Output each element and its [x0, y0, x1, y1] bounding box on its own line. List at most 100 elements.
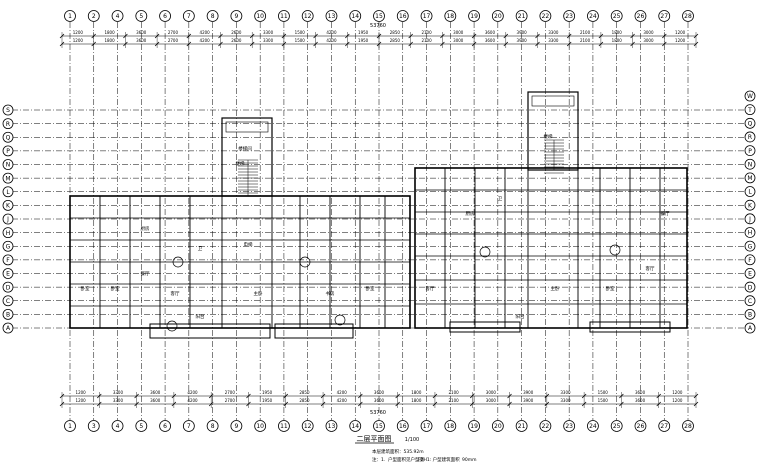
room-label: 餐厅 [661, 210, 670, 217]
svg-text:G: G [6, 243, 11, 250]
axis-bubble-bottom: 4 [111, 420, 124, 432]
axis-bubble-top: 27 [658, 10, 671, 22]
area-note: 本层建筑面积：535.92m [372, 448, 424, 455]
dimension-label-top: 2700 [168, 38, 179, 43]
axis-bubble-right: B [744, 308, 756, 320]
dimension-label-bottom: 3900 [523, 398, 534, 403]
svg-text:R: R [748, 134, 752, 141]
dimension-label-bottom: 3600 [150, 390, 161, 395]
axis-bubble-bottom: 14 [349, 420, 362, 432]
axis-bubble-bottom: 28 [682, 420, 694, 432]
svg-text:13: 13 [328, 423, 336, 430]
axis-bubble-left: K [2, 199, 14, 211]
axis-bubble-bottom: 3 [87, 420, 100, 432]
axis-bubble-bottom: 15 [373, 420, 385, 432]
svg-text:C: C [6, 298, 10, 305]
svg-text:21: 21 [518, 423, 526, 430]
svg-text:12: 12 [304, 423, 312, 430]
dimension-label-top: 2100 [421, 30, 432, 35]
dimension-label-top: 3900 [517, 38, 528, 43]
axis-bubble-left: Q [2, 131, 14, 143]
dimension-label-bottom: 3600 [635, 390, 646, 395]
svg-text:A: A [6, 325, 11, 332]
axis-bubble-right: Q [744, 117, 756, 129]
dimension-label-top: 1950 [358, 30, 369, 35]
axis-bubble-right: C [744, 295, 756, 307]
svg-text:J: J [6, 216, 9, 223]
dimension-label-bottom: 1200 [76, 398, 87, 403]
axis-bubble-left: S [2, 104, 14, 116]
axis-bubble-bottom: 21 [515, 420, 528, 432]
svg-text:P: P [748, 148, 752, 155]
axis-bubble-left: D [2, 281, 14, 293]
dimension-label-top: 3000 [453, 30, 464, 35]
dimension-label-top: 2850 [390, 38, 401, 43]
dimension-label-top: 3600 [485, 30, 496, 35]
dimension-label-top: 1800 [104, 38, 115, 43]
axis-bubble-right: J [744, 213, 756, 225]
svg-text:B: B [6, 312, 10, 319]
axis-bubble-left: E [2, 268, 14, 279]
dimension-label-top: 3300 [548, 38, 559, 43]
dimension-label-top: 1500 [295, 38, 306, 43]
dimension-label-bottom: 3000 [486, 398, 497, 403]
dimension-label-top: 2100 [580, 30, 591, 35]
svg-text:F: F [748, 257, 752, 264]
dimension-label-top: 4200 [326, 38, 337, 43]
room-label: 电梯 [244, 241, 253, 248]
svg-text:18: 18 [446, 423, 454, 430]
svg-text:8: 8 [211, 13, 215, 20]
svg-text:N: N [6, 162, 11, 169]
svg-text:N: N [748, 161, 753, 168]
axis-bubble-bottom: 6 [159, 420, 171, 432]
dimension-label-bottom: 1200 [672, 390, 683, 395]
axis-bubble-bottom: 7 [182, 420, 195, 432]
svg-text:4: 4 [116, 423, 120, 430]
axis-bubble-right: T [744, 104, 756, 116]
svg-text:M: M [5, 175, 10, 182]
svg-text:L: L [748, 189, 752, 196]
room-label: 阳台 [516, 313, 525, 320]
dimension-label-bottom: 2700 [225, 398, 236, 403]
dimension-label-bottom: 3300 [113, 398, 124, 403]
svg-text:D: D [748, 284, 753, 291]
svg-text:A: A [748, 325, 753, 332]
dimension-label-bottom: 1800 [411, 398, 422, 403]
svg-text:20: 20 [494, 13, 502, 20]
svg-text:5: 5 [139, 423, 143, 430]
dimension-label-top: 3600 [485, 38, 496, 43]
axis-bubble-left: L [2, 186, 14, 198]
dimension-label-bottom: 1950 [262, 390, 273, 395]
axis-bubble-right: A [744, 322, 756, 334]
axis-bubble-right: K [744, 199, 756, 211]
room-label: 卫 [198, 246, 203, 252]
svg-text:14: 14 [351, 13, 359, 20]
axis-bubble-top: 9 [230, 10, 243, 22]
svg-text:9: 9 [234, 423, 238, 430]
dimension-label-bottom: 4200 [337, 390, 348, 395]
axis-bubble-left: J [2, 213, 14, 225]
svg-text:2: 2 [92, 13, 96, 20]
svg-text:27: 27 [660, 13, 668, 20]
dimension-label-top: 1800 [104, 30, 115, 35]
axis-bubble-top: 21 [515, 10, 528, 22]
axis-bubble-top: 15 [373, 10, 385, 22]
dimension-label-bottom: 2100 [448, 390, 459, 395]
room-label: 书房 [326, 290, 335, 297]
dimension-label-top: 1200 [73, 30, 84, 35]
axis-bubble-right: F [744, 254, 756, 266]
dimension-label-top: 2100 [421, 38, 432, 43]
svg-text:14: 14 [351, 423, 359, 430]
axis-bubble-top: 26 [634, 10, 647, 22]
svg-text:W: W [747, 93, 753, 100]
svg-text:K: K [6, 203, 11, 210]
dimension-label-top: 3600 [136, 30, 147, 35]
svg-text:7: 7 [187, 423, 191, 430]
room-label: 主卧 [551, 285, 560, 292]
axis-bubble-right: N [744, 158, 756, 170]
axis-bubble-bottom: 13 [325, 420, 338, 432]
